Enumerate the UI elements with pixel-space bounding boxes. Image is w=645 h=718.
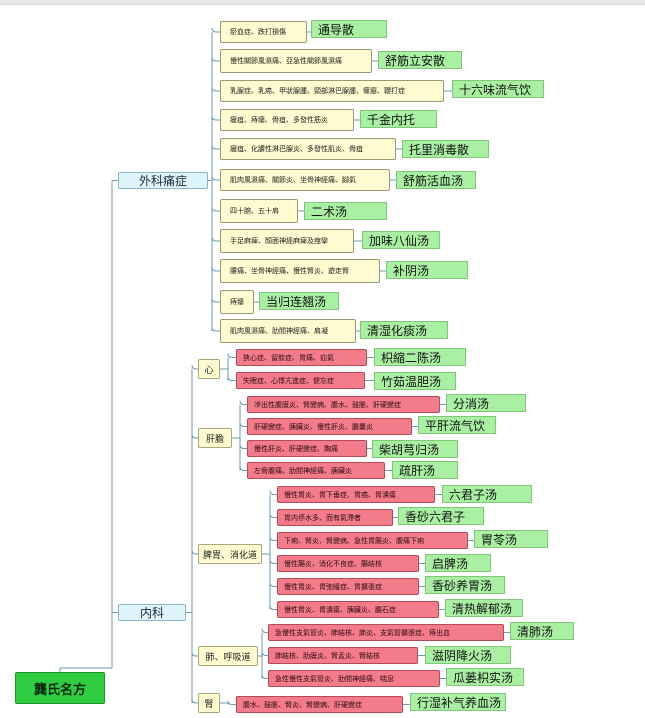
- spleen-formula-4[interactable]: 香砂养胃汤: [425, 576, 505, 594]
- spleen-formula-1[interactable]: 香砂六君子: [398, 507, 484, 525]
- lung-formula-2[interactable]: 瓜蒌枳实汤: [446, 668, 524, 686]
- spleen-formula-3[interactable]: 启脾汤: [425, 554, 491, 572]
- spleen-disease-3[interactable]: 慢性腸炎、消化不良症、腸結核: [277, 555, 419, 572]
- surgery-disease-4[interactable]: 癰疽、化膿性淋巴腺炎、多發性肌炎、骨疽: [220, 138, 396, 160]
- heart-formula-1[interactable]: 竹茹温胆汤: [374, 372, 456, 390]
- surgery-disease-3[interactable]: 癰疽、痔瘻、骨疽、多發性筋炎: [220, 109, 354, 131]
- surgery-disease-7[interactable]: 手足麻痺、顏面神經麻痺及痙攣: [220, 229, 354, 253]
- surgery-disease-6[interactable]: 四十腕、五十肩: [220, 199, 298, 223]
- surgery-formula-6[interactable]: 二术汤: [304, 202, 387, 220]
- liver-formula-0[interactable]: 分消汤: [446, 394, 526, 412]
- surgery-formula-4[interactable]: 托里消毒散: [402, 140, 489, 158]
- surgery-formula-0[interactable]: 通导散: [311, 20, 387, 38]
- spleen-disease-2[interactable]: 下痢、腎炎、腎變病、急性胃腸炎、腹痛下痢: [277, 532, 468, 549]
- surgery-formula-10[interactable]: 清湿化痰汤: [360, 321, 448, 339]
- surgery-formula-3[interactable]: 千金内托: [360, 110, 437, 128]
- surgery-formula-7[interactable]: 加味八仙汤: [362, 231, 440, 249]
- surgery-disease-2[interactable]: 乳腺症、乳癌、甲狀腺腫、頸部淋巴腺腫、瘰癧、鞭打症: [220, 80, 444, 102]
- liver-disease-0[interactable]: 滲出性腹膜炎、腎變病、腹水、鼓脹、肝硬變症: [247, 396, 440, 413]
- root-node[interactable]: 龔氏名方: [15, 672, 105, 704]
- liver-disease-2[interactable]: 慢性肝炎、肝硬變症、胸痛: [247, 440, 367, 457]
- spleen-formula-5[interactable]: 清热解郁汤: [445, 599, 523, 617]
- spleen-formula-0[interactable]: 六君子汤: [442, 485, 532, 503]
- lung-formula-0[interactable]: 清肺汤: [510, 622, 574, 640]
- liver-disease-3[interactable]: 左脅腹痛、肋間神經痛、胰臟炎: [247, 462, 385, 479]
- surgery-disease-9[interactable]: 痔瘻: [220, 290, 254, 314]
- category-internal[interactable]: 内科: [118, 604, 186, 621]
- spleen-disease-0[interactable]: 慢性胃炎、胃下垂症、胃癌、胃潰瘍: [277, 486, 435, 503]
- surgery-disease-1[interactable]: 慢性關節風濕痛、亞急性關節風濕痛: [220, 49, 372, 73]
- lung-disease-2[interactable]: 急性慢性支氣管炎、肋間神經痛、喘息: [268, 670, 440, 687]
- heart-formula-0[interactable]: 枳縮二陈汤: [374, 348, 466, 366]
- surgery-disease-8[interactable]: 腰痛、坐骨神經痛、慢性腎炎、遊走腎: [220, 259, 380, 283]
- surgery-disease-0[interactable]: 瘀血症、跌打損傷: [220, 21, 307, 43]
- spleen-disease-5[interactable]: 慢性胃炎、胃潰瘍、胰臟炎、膽石症: [277, 601, 439, 618]
- heart-disease-0[interactable]: 狹心症、留飲症、胃痛、疝氣: [236, 349, 367, 366]
- spleen-disease-1[interactable]: 胃内停水多、而有氣滯者: [277, 509, 393, 526]
- lung-disease-1[interactable]: 肺結核、肋膜炎、腎盂炎、腎結核: [268, 647, 418, 664]
- spleen-disease-4[interactable]: 慢性胃炎、胃弛緩症、胃擴張症: [277, 578, 419, 595]
- surgery-formula-8[interactable]: 补阴汤: [386, 261, 468, 279]
- organ-lung-respiratory[interactable]: 肺、呼吸道: [198, 646, 258, 666]
- organ-liver-gallbladder[interactable]: 肝膽: [198, 428, 232, 448]
- surgery-disease-5[interactable]: 肌肉風濕痛、關節炎、坐骨神經痛、腳氣: [220, 169, 390, 191]
- liver-formula-3[interactable]: 疏肝汤: [392, 461, 458, 479]
- category-surgery[interactable]: 外科痛症: [118, 172, 208, 189]
- organ-kidney[interactable]: 腎: [198, 693, 220, 713]
- surgery-disease-10[interactable]: 肌肉風濕痛、肋間神經痛、肩凝: [220, 319, 356, 343]
- top-toolbar-strip: [0, 0, 645, 5]
- kidney-disease-0[interactable]: 腹水、鼓脹、腎炎、腎變病、肝硬變症: [236, 696, 403, 713]
- surgery-formula-2[interactable]: 十六味流气饮: [452, 80, 544, 98]
- heart-disease-1[interactable]: 失眠症、心悸亢進症、健忘症: [236, 372, 365, 389]
- kidney-formula-0[interactable]: 行湿补气养血汤: [410, 693, 506, 711]
- spleen-formula-2[interactable]: 胃苓汤: [474, 530, 548, 548]
- lung-formula-1[interactable]: 滋阴降火汤: [425, 646, 511, 664]
- liver-formula-1[interactable]: 平肝流气饮: [418, 416, 496, 434]
- liver-formula-2[interactable]: 柴胡芎归汤: [372, 440, 458, 458]
- liver-disease-1[interactable]: 肝硬變症、胰臟炎、慢性肝炎、膽囊炎: [247, 418, 412, 435]
- organ-spleen-stomach[interactable]: 脾胃、消化道: [198, 544, 262, 564]
- surgery-formula-1[interactable]: 舒筋立安散: [378, 51, 462, 69]
- surgery-formula-5[interactable]: 舒筋活血汤: [396, 171, 476, 189]
- lung-disease-0[interactable]: 急慢性支氣管炎、肺結核、肺炎、支氣管擴張症、痔出血: [268, 624, 504, 641]
- organ-heart[interactable]: 心: [198, 359, 220, 379]
- surgery-formula-9[interactable]: 当归连翘汤: [259, 292, 339, 310]
